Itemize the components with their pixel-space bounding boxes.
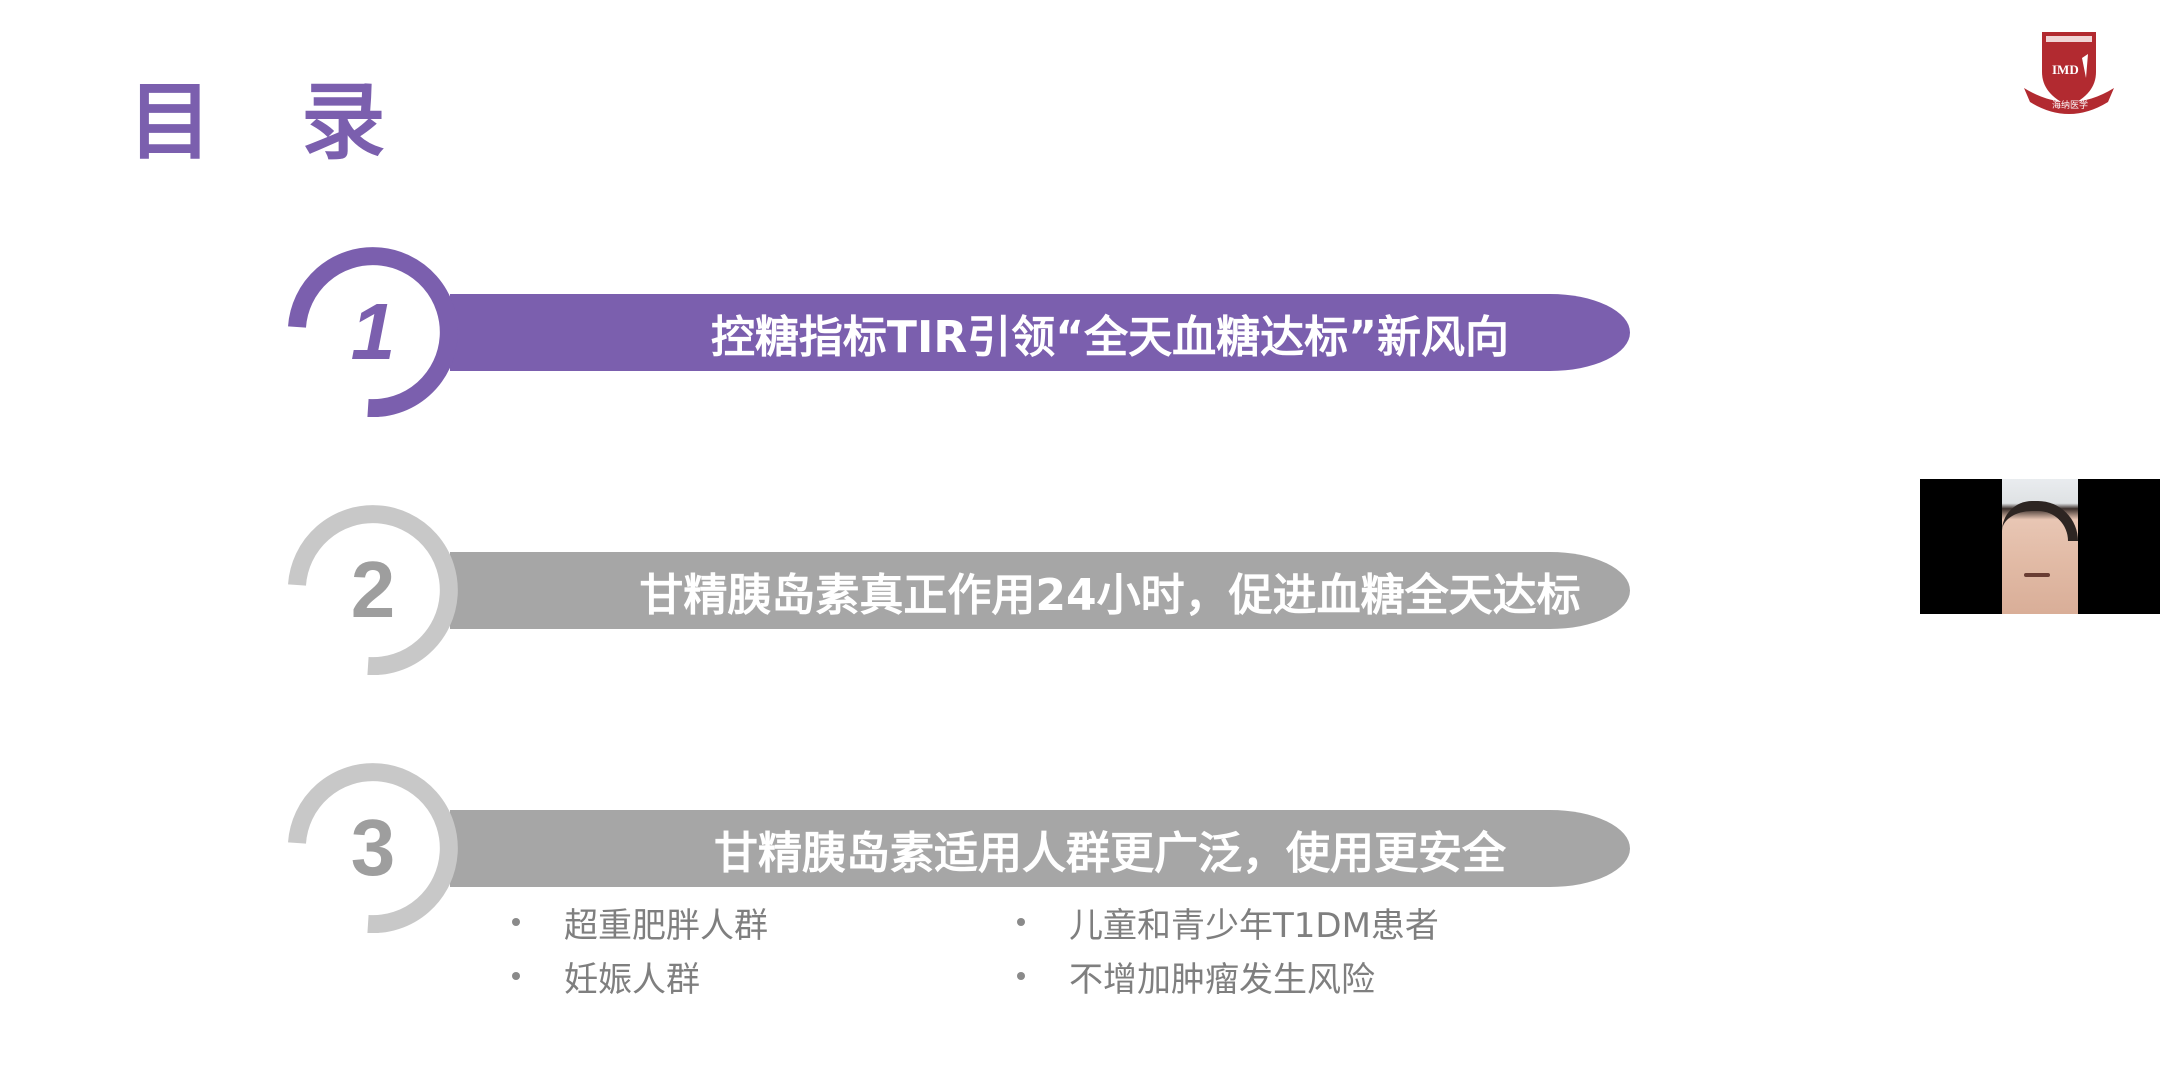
- sub-bullet: 儿童和青少年T1DM患者: [1013, 900, 1513, 946]
- toc-item-1-number: 1: [350, 287, 396, 376]
- ring-icon: [288, 505, 458, 675]
- ring-icon: [288, 763, 458, 933]
- video-eye-shape: [2024, 573, 2050, 577]
- sub-bullet-text: 不增加肿瘤发生风险: [1069, 959, 1375, 1000]
- toc-item-2-number: 2: [350, 545, 396, 634]
- toc-item-3-label: 甘精胰岛素适用人群更广泛，使用更安全: [714, 827, 1506, 879]
- svg-text:海纳医学: 海纳医学: [2052, 99, 2088, 111]
- sub-bullet-text: 超重肥胖人群: [564, 905, 768, 946]
- toc-item-3[interactable]: 甘精胰岛素适用人群更广泛，使用更安全 3: [0, 763, 2160, 943]
- toc-bar-2: 甘精胰岛素真正作用24小时，促进血糖全天达标: [450, 552, 1630, 629]
- toc-item-2[interactable]: 甘精胰岛素真正作用24小时，促进血糖全天达标 2: [0, 505, 2160, 685]
- ring-icon: [288, 247, 458, 417]
- toc-bar-1: 控糖指标TIR引领“全天血糖达标”新风向: [450, 294, 1630, 371]
- sub-bullet-text: 儿童和青少年T1DM患者: [1069, 905, 1439, 946]
- sub-bullet: 妊娠人群: [508, 954, 1013, 1000]
- toc-item-1-label: 控糖指标TIR引领“全天血糖达标”新风向: [710, 311, 1510, 363]
- bullet-dot-icon: [512, 918, 520, 926]
- bullet-dot-icon: [512, 972, 520, 980]
- participant-video: [2002, 479, 2078, 614]
- bullet-dot-icon: [1017, 972, 1025, 980]
- toc-item-2-label: 甘精胰岛素真正作用24小时，促进血糖全天达标: [639, 569, 1581, 621]
- toc-item-3-number: 3: [350, 803, 396, 892]
- imd-logo-icon: IMD 海纳医学: [2024, 32, 2114, 114]
- svg-text:IMD: IMD: [2052, 62, 2079, 77]
- toc-item-1[interactable]: 控糖指标TIR引领“全天血糖达标”新风向 1: [0, 247, 2160, 427]
- bullet-dot-icon: [1017, 918, 1025, 926]
- webcam-thumbnail[interactable]: [1920, 479, 2160, 614]
- video-hair-shape: [2002, 501, 2078, 541]
- sub-bullet-text: 妊娠人群: [564, 959, 700, 1000]
- toc-bar-3: 甘精胰岛素适用人群更广泛，使用更安全: [450, 810, 1630, 887]
- sub-bullet: 超重肥胖人群: [508, 900, 1013, 946]
- page-title: 目 录: [128, 73, 416, 171]
- sub-bullet: 不增加肿瘤发生风险: [1013, 954, 1513, 1000]
- sub-bullet-list: 超重肥胖人群 儿童和青少年T1DM患者 妊娠人群 不增加肿瘤发生风险: [508, 900, 1608, 1000]
